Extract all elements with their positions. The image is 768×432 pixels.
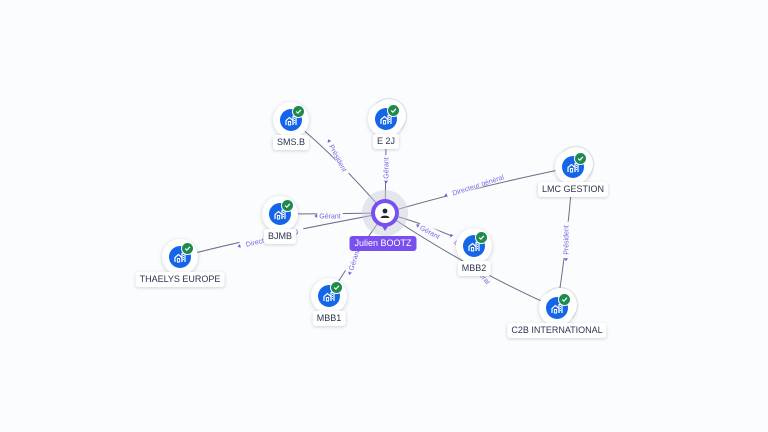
verified-check-icon	[387, 104, 400, 117]
verified-check-icon	[475, 231, 488, 244]
edge-direction-arrow-icon	[444, 193, 448, 197]
edge-label-background	[561, 221, 569, 259]
edge-label-background	[345, 246, 361, 274]
edge-direction-arrow-icon	[314, 214, 318, 218]
edge-direction-arrow-icon	[348, 271, 352, 276]
verified-check-icon	[281, 199, 294, 212]
verified-check-icon	[574, 152, 587, 165]
person-icon	[375, 203, 395, 223]
company-node-label[interactable]: THAELYS EUROPE	[135, 272, 225, 287]
edge-label-group: Président	[326, 139, 351, 176]
edge-label-group: Président	[561, 221, 571, 262]
company-node-label[interactable]: BJMB	[263, 229, 297, 244]
company-node-label[interactable]: MBB1	[312, 311, 346, 326]
company-node-label[interactable]: MBB2	[457, 261, 491, 276]
edge-direction-arrow-icon	[564, 258, 568, 262]
edge-label-group: Directeur général	[444, 170, 510, 198]
verified-check-icon	[330, 281, 343, 294]
edge-direction-arrow-icon	[327, 139, 332, 143]
edge-label-background	[445, 170, 510, 198]
company-node-label[interactable]: LMC GESTION	[537, 182, 609, 197]
edge-direction-arrow-icon	[450, 233, 454, 238]
verified-check-icon	[181, 242, 194, 255]
edge-label-background	[317, 211, 343, 219]
verified-check-icon	[292, 105, 305, 118]
company-node-label[interactable]: SMS.B	[272, 135, 310, 150]
company-node-label[interactable]: C2B INTERNATIONAL	[507, 323, 607, 338]
edge-label-background	[381, 155, 389, 181]
company-node-label[interactable]: E 2J	[372, 134, 400, 149]
edge-label-background	[417, 221, 444, 241]
edge-label: Gérant	[319, 214, 340, 221]
edge-label: Gérant	[384, 157, 391, 178]
edge-label: Président	[564, 225, 571, 255]
center-person-label[interactable]: Julien BOOTZ	[349, 236, 417, 251]
edge-direction-arrow-icon	[237, 243, 241, 248]
edge-label: Gérant	[348, 249, 361, 272]
person-pin[interactable]	[371, 199, 399, 231]
verified-check-icon	[558, 293, 571, 306]
edge-direction-arrow-icon	[416, 224, 420, 228]
edge-label-background	[326, 139, 351, 176]
edge-direction-arrow-icon	[384, 180, 388, 184]
edge-label-group: Gérant	[314, 211, 343, 221]
edge-label-group: Gérant	[381, 155, 391, 184]
